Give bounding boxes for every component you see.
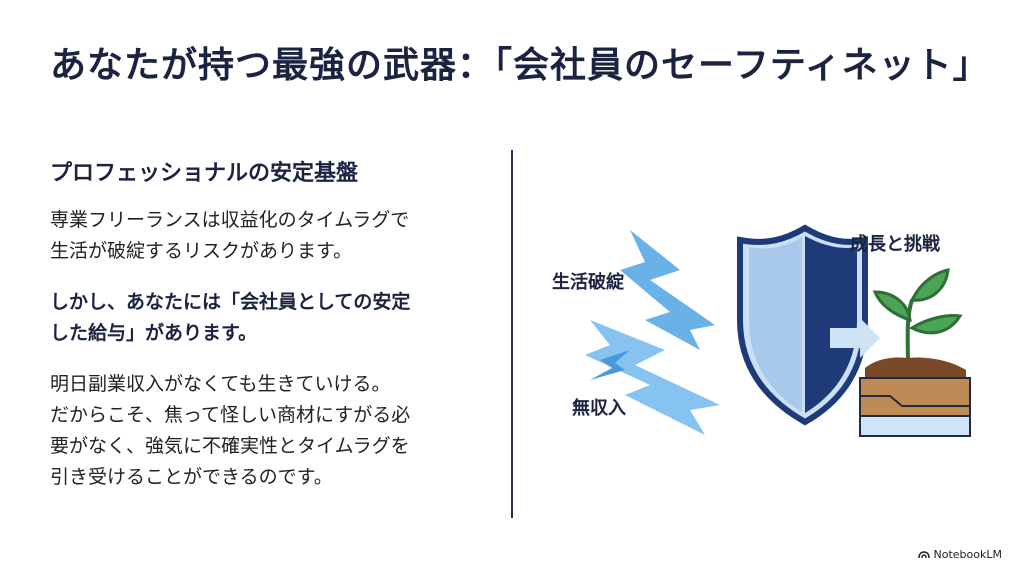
safety-net-illustration: 生活破綻 無収入 成長と挑戦 [530,200,1000,460]
section-heading: プロフェッショナルの安定基盤 [50,161,359,186]
risk-line-2: 生活が破綻するリスクがあります。 [50,240,353,262]
lightning-arrow-icon [585,230,720,435]
left-column: プロフェッショナルの安定基盤 専業フリーランスは収益化のタイムラグで 生活が破綻… [50,155,480,513]
conclusion-line-4: 引き受けることができるのです。 [50,466,333,488]
slide-title: あなたが持つ最強の武器：「会社員のセーフティネット」 [50,45,990,86]
conclusion-line-1: 明日副業収入がなくても生きていける。 [50,373,391,395]
conclusion-line-2: だからこそ、焦って怪しい商材にすがる必 [50,404,411,426]
shield-icon [737,224,868,426]
footer-brand: NotebookLM [917,548,1002,561]
conclusion-line-3: 要がなく、強気に不確実性とタイムラグを [50,435,410,457]
threat-label-breakdown: 生活破綻 [552,272,624,293]
risk-paragraph: 専業フリーランスは収益化のタイムラグで 生活が破綻するリスクがあります。 [50,205,480,267]
sprout-icon [859,268,971,437]
notebooklm-logo-icon [917,550,930,558]
threat-label-no-income: 無収入 [572,398,626,419]
conclusion-paragraph: 明日副業収入がなくても生きていける。 だからこそ、焦って怪しい商材にすがる必 要… [50,369,480,493]
growth-label: 成長と挑戦 [850,234,940,255]
column-divider [511,150,513,518]
illustration-graphic [585,224,971,437]
brand-label: NotebookLM [933,548,1002,561]
arrow-right-icon [830,318,880,358]
salary-line-1: しかし、あなたには「会社員としての安定 [50,291,411,313]
risk-line-1: 専業フリーランスは収益化のタイムラグで [50,209,410,231]
salary-line-2: した給与」があります。 [50,322,258,344]
salary-paragraph: しかし、あなたには「会社員としての安定 した給与」があります。 [50,287,480,349]
